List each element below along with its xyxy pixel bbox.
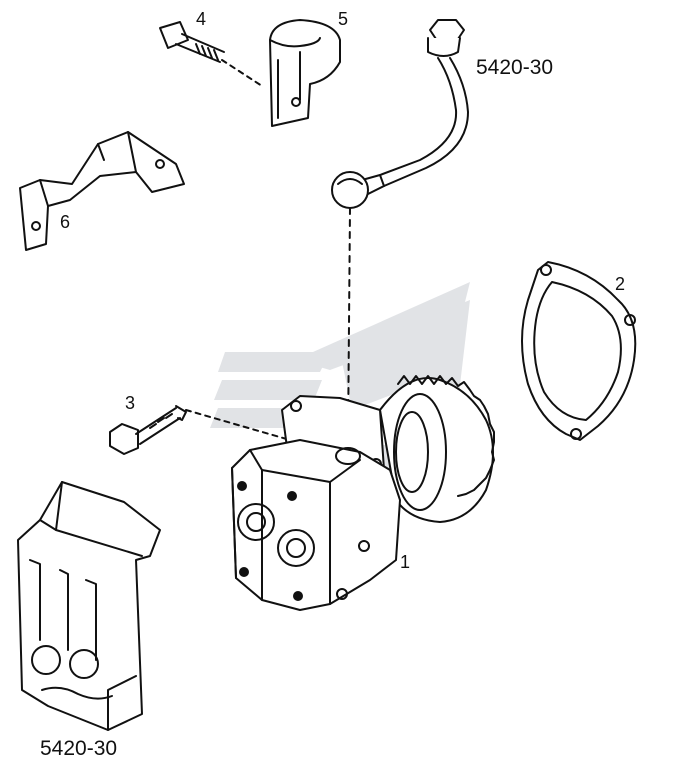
- screw-3: [109, 405, 291, 455]
- callout-3: 3: [125, 393, 136, 413]
- pipe-assembly: [331, 19, 469, 441]
- bolt-4: [159, 21, 263, 87]
- reference-label-cover: 5420-30: [40, 737, 118, 760]
- callout-2: 2: [615, 274, 626, 294]
- callout-1: 1: [400, 552, 411, 572]
- clamp-5: [269, 19, 341, 127]
- pump-cover: [17, 481, 161, 731]
- pump-1: [231, 375, 495, 611]
- bracket-6: [19, 131, 185, 251]
- gasket-2: [521, 261, 637, 441]
- reference-label-pipe: 5420-30: [476, 56, 554, 79]
- callout-4: 4: [196, 9, 207, 29]
- callout-6: 6: [60, 212, 71, 232]
- callout-5: 5: [338, 9, 349, 29]
